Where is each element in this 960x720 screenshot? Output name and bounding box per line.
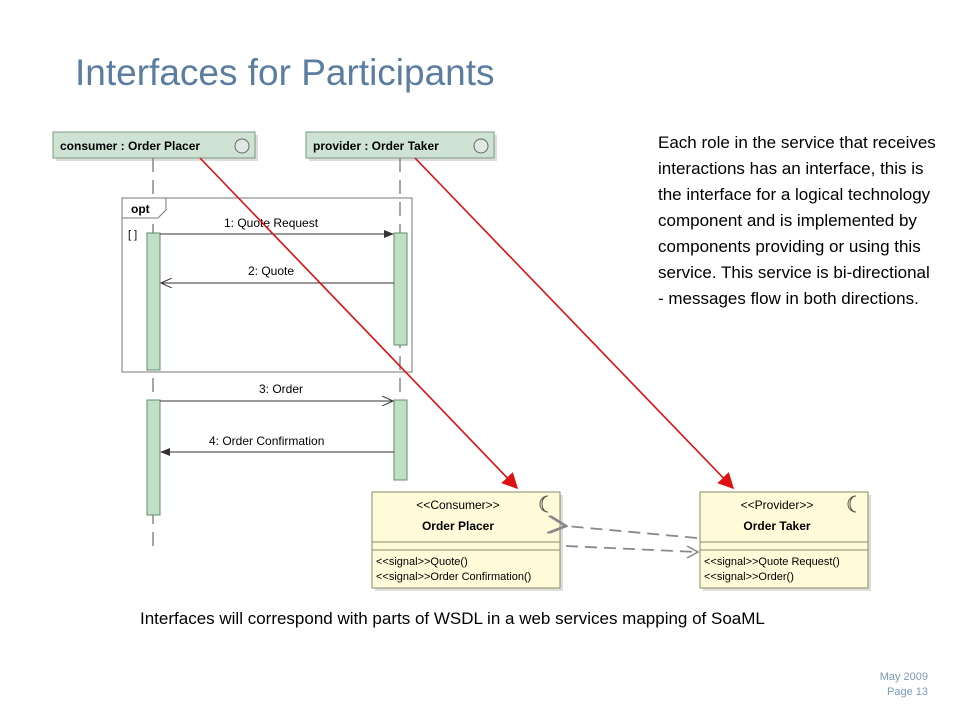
description-text: Each role in the service that receives i… [658,133,936,308]
interface-operation: <<signal>>Quote Request() [704,556,840,568]
interface-consumer: <<Consumer>> Order Placer <<signal>>Quot… [371,491,563,591]
interface-operation: <<signal>>Order Confirmation() [376,571,531,583]
lifeline-provider: provider : Order Taker [305,131,497,161]
lifeline-provider-label: provider : Order Taker [313,139,439,153]
trace-arrow-consumer [199,157,519,490]
interface-name: Order Placer [422,519,494,533]
fragment-operator: opt [131,202,150,216]
caption-text: Interfaces will correspond with parts of… [140,609,765,628]
message-label: 1: Quote Request [224,216,319,230]
interface-moon-icon [539,495,549,513]
interface-circle-icon [234,138,250,154]
message-4: 4: Order Confirmation [160,434,394,456]
slide-footer: May 2009 Page 13 [880,670,928,700]
message-3: 3: Order [160,382,393,401]
slide-title: Interfaces for Participants [75,52,495,93]
footer-page-number: Page 13 [887,686,928,698]
message-label: 2: Quote [248,264,294,278]
footer-date: May 2009 [879,671,928,683]
dependency-arrowhead [686,545,700,559]
lifeline-consumer: consumer : Order Placer [52,131,258,161]
interface-stereotype: <<Provider>> [741,498,814,512]
activation-bar [146,232,161,371]
activation-bar [393,232,408,346]
trace-arrow-provider [414,157,735,490]
interface-provider: <<Provider>> Order Taker <<signal>>Quote… [699,491,871,591]
interface-circle-icon [473,138,489,154]
interface-operation: <<signal>>Quote() [376,556,468,568]
message-label: 3: Order [259,382,303,396]
dependency-arrow [566,526,698,539]
dependency-arrow [565,545,698,553]
fragment-guard: [ ] [128,229,137,241]
message-2: 2: Quote [161,264,394,283]
lifeline-consumer-label: consumer : Order Placer [60,139,200,153]
interface-name: Order Taker [743,519,810,533]
activation-bar [393,399,408,481]
message-label: 4: Order Confirmation [209,434,324,448]
message-1: 1: Quote Request [160,216,394,238]
interface-moon-icon [847,495,857,513]
activation-bar [146,399,161,516]
interface-stereotype: <<Consumer>> [416,498,499,512]
opt-fragment: opt [ ] [121,197,413,373]
interface-operation: <<signal>>Order() [704,571,794,583]
